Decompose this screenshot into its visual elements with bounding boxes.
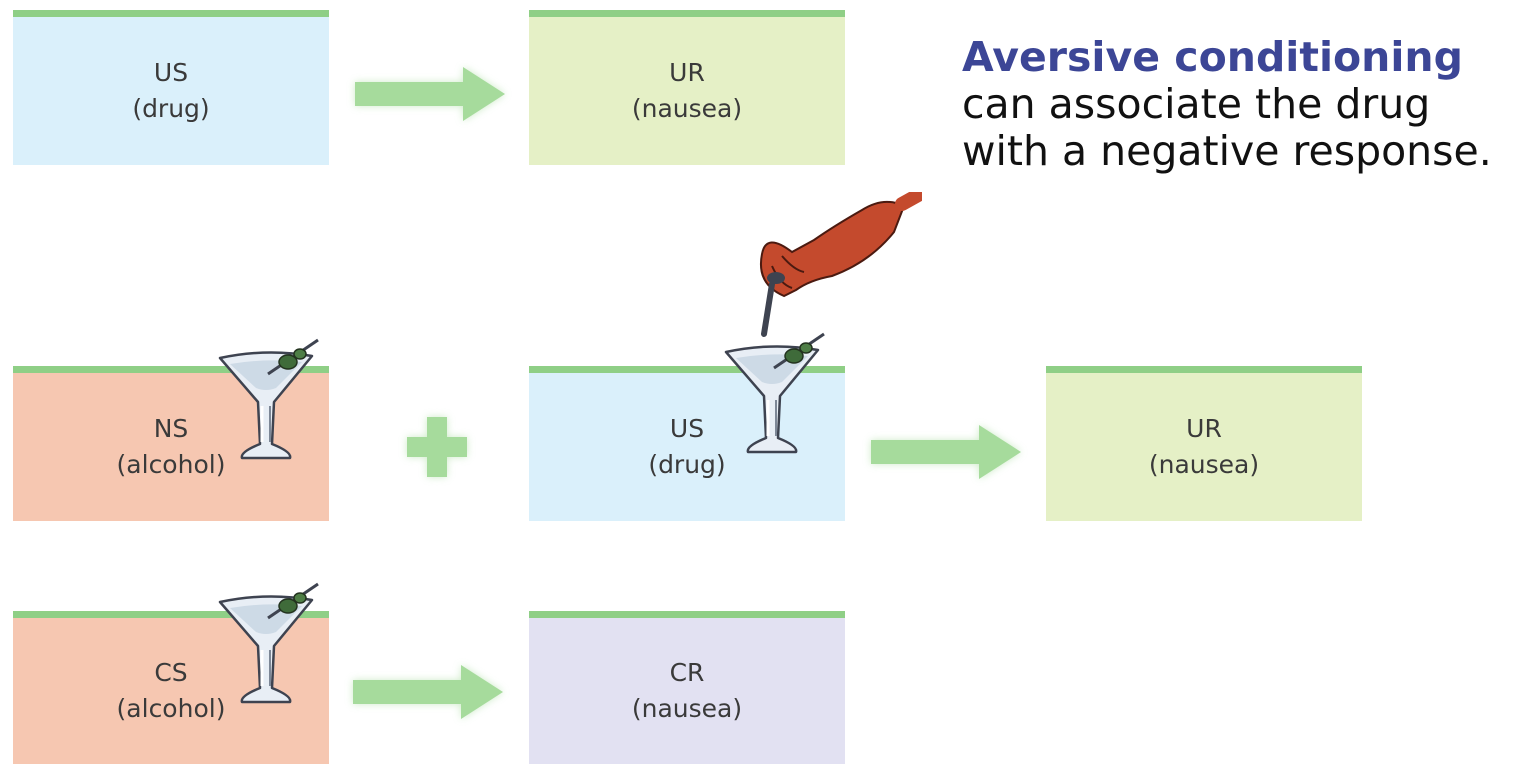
box-label: CS xyxy=(154,658,188,687)
cr-nausea-box: CR (nausea) xyxy=(529,611,845,764)
plus-icon xyxy=(407,417,467,477)
box-sublabel: (alcohol) xyxy=(116,694,226,723)
martini-glass-icon xyxy=(218,338,320,460)
us-drug-box: US (drug) xyxy=(13,10,329,165)
box-sublabel: (nausea) xyxy=(1148,450,1260,479)
martini-glass-icon xyxy=(218,582,320,704)
box-sublabel: (nausea) xyxy=(631,694,743,723)
ur-nausea-box: UR (nausea) xyxy=(529,10,845,165)
box-label: CR xyxy=(669,658,705,687)
box-label: UR xyxy=(1186,414,1222,443)
box-sublabel: (nausea) xyxy=(631,94,743,123)
box-label: US xyxy=(153,58,189,87)
cs-alcohol-box: CS (alcohol) xyxy=(13,611,329,764)
heading-body: can associate the drug with a negative r… xyxy=(962,80,1492,175)
arrow-right-icon xyxy=(355,67,505,121)
ur-nausea-box-2: UR (nausea) xyxy=(1046,366,1362,521)
heading-highlight: Aversive conditioning xyxy=(962,33,1463,81)
box-sublabel: (alcohol) xyxy=(116,450,226,479)
martini-glass-icon xyxy=(724,332,826,454)
arrow-right-icon xyxy=(353,665,503,719)
box-label: US xyxy=(669,414,705,443)
arrow-right-icon xyxy=(871,425,1021,479)
box-sublabel: (drug) xyxy=(132,94,210,123)
hand-dropper-icon xyxy=(760,192,922,337)
us-drug-box-2: US (drug) xyxy=(529,366,845,521)
aversive-conditioning-heading: Aversive conditioning can associate the … xyxy=(962,34,1518,175)
box-sublabel: (drug) xyxy=(648,450,726,479)
box-label: NS xyxy=(153,414,189,443)
box-label: UR xyxy=(669,58,705,87)
